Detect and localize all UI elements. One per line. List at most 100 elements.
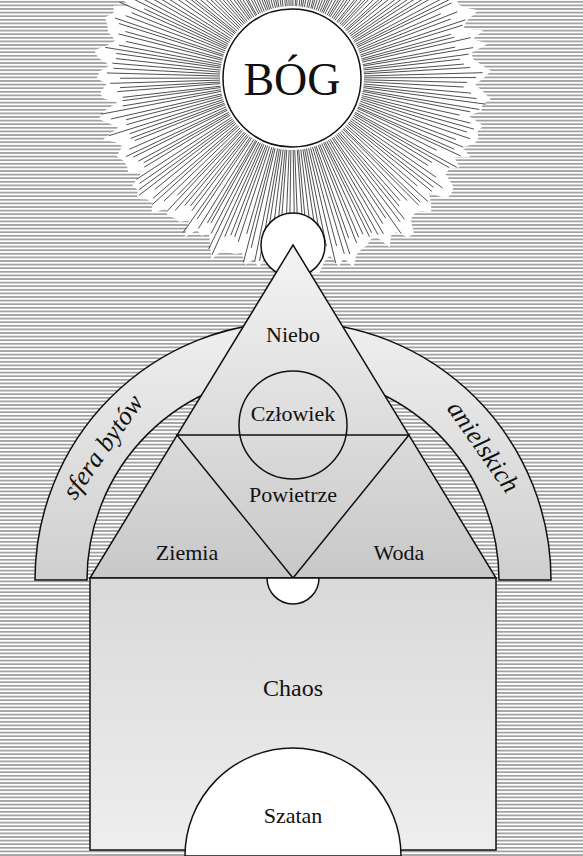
ray (194, 0, 256, 16)
ray (364, 82, 464, 87)
ray (131, 103, 225, 138)
ray (125, 32, 222, 59)
ray (119, 45, 221, 64)
ray (285, 0, 289, 6)
ray (161, 0, 237, 31)
shape-outline (239, 371, 347, 479)
ray (290, 0, 292, 6)
ray (175, 132, 244, 211)
ray (120, 78, 220, 79)
ray (203, 0, 259, 14)
ray (362, 38, 470, 62)
ray (364, 73, 483, 76)
ray (236, 0, 270, 10)
ray (363, 88, 485, 105)
element-label: Ziemia (156, 542, 218, 564)
ray (123, 88, 221, 101)
ray (110, 80, 220, 83)
ray (161, 0, 240, 28)
ray (191, 134, 248, 205)
shape-outline (185, 748, 401, 856)
ray (364, 77, 476, 78)
ray (247, 0, 273, 8)
ray (177, 129, 241, 195)
ray (363, 91, 470, 111)
ray (261, 0, 279, 7)
semicircle-outline (185, 748, 401, 856)
ray (325, 142, 372, 233)
node-title: Powietrze (249, 484, 337, 506)
ray (190, 0, 254, 17)
ray (275, 0, 285, 6)
ray (123, 90, 221, 106)
ray (126, 96, 222, 120)
small-semicircle (267, 578, 319, 604)
node-title: Człowiek (251, 403, 335, 425)
ray (111, 94, 222, 119)
ray (257, 0, 277, 8)
ray (130, 107, 227, 149)
ray (211, 141, 257, 223)
box-outline (90, 578, 496, 850)
ray (179, 0, 246, 23)
ray (348, 0, 422, 33)
ray (355, 112, 456, 167)
ray (364, 86, 477, 99)
ray (127, 98, 223, 125)
ray (293, 0, 294, 6)
heaven-triangle: NieboCzłowiekPowietrze (90, 245, 496, 578)
ray (356, 0, 451, 46)
ray (363, 54, 468, 68)
ray (269, 0, 283, 7)
ray (359, 19, 450, 53)
ray (170, 0, 243, 25)
ray (280, 0, 287, 6)
ray (325, 0, 374, 14)
ray (140, 0, 229, 42)
circle-outline (223, 9, 361, 147)
ray (337, 134, 405, 219)
ray (353, 117, 429, 166)
ray (228, 0, 267, 11)
ray (364, 68, 470, 74)
ray (225, 0, 264, 12)
ray (363, 48, 473, 66)
ray (230, 0, 268, 10)
ray (164, 128, 240, 201)
element-label: Woda (374, 542, 425, 564)
ray (352, 0, 437, 38)
ray (178, 0, 244, 24)
ray (189, 0, 251, 19)
ray (330, 139, 383, 224)
ray (361, 34, 451, 59)
ray (225, 144, 264, 236)
man-circle: Człowiek (239, 371, 347, 479)
ray (192, 0, 252, 18)
ray (144, 115, 230, 167)
ray (154, 0, 235, 34)
ray (265, 0, 281, 7)
ray (216, 0, 260, 13)
ray (101, 91, 221, 114)
ray (318, 145, 356, 243)
ray (113, 68, 220, 74)
ray (139, 119, 232, 184)
ray (138, 112, 228, 161)
ray (362, 96, 470, 123)
ray (133, 110, 227, 157)
ray (223, 0, 262, 12)
ray (335, 136, 400, 222)
ray (185, 133, 246, 206)
ray (203, 0, 256, 15)
node-title: Niebo (266, 324, 320, 346)
ray (235, 146, 268, 237)
ray (364, 80, 467, 83)
ray (333, 137, 401, 234)
ray (238, 0, 271, 9)
ray (135, 105, 225, 141)
ray (183, 137, 250, 233)
satan-semicircle: Szatan (185, 748, 401, 856)
god-circle: BÓG (222, 8, 362, 148)
